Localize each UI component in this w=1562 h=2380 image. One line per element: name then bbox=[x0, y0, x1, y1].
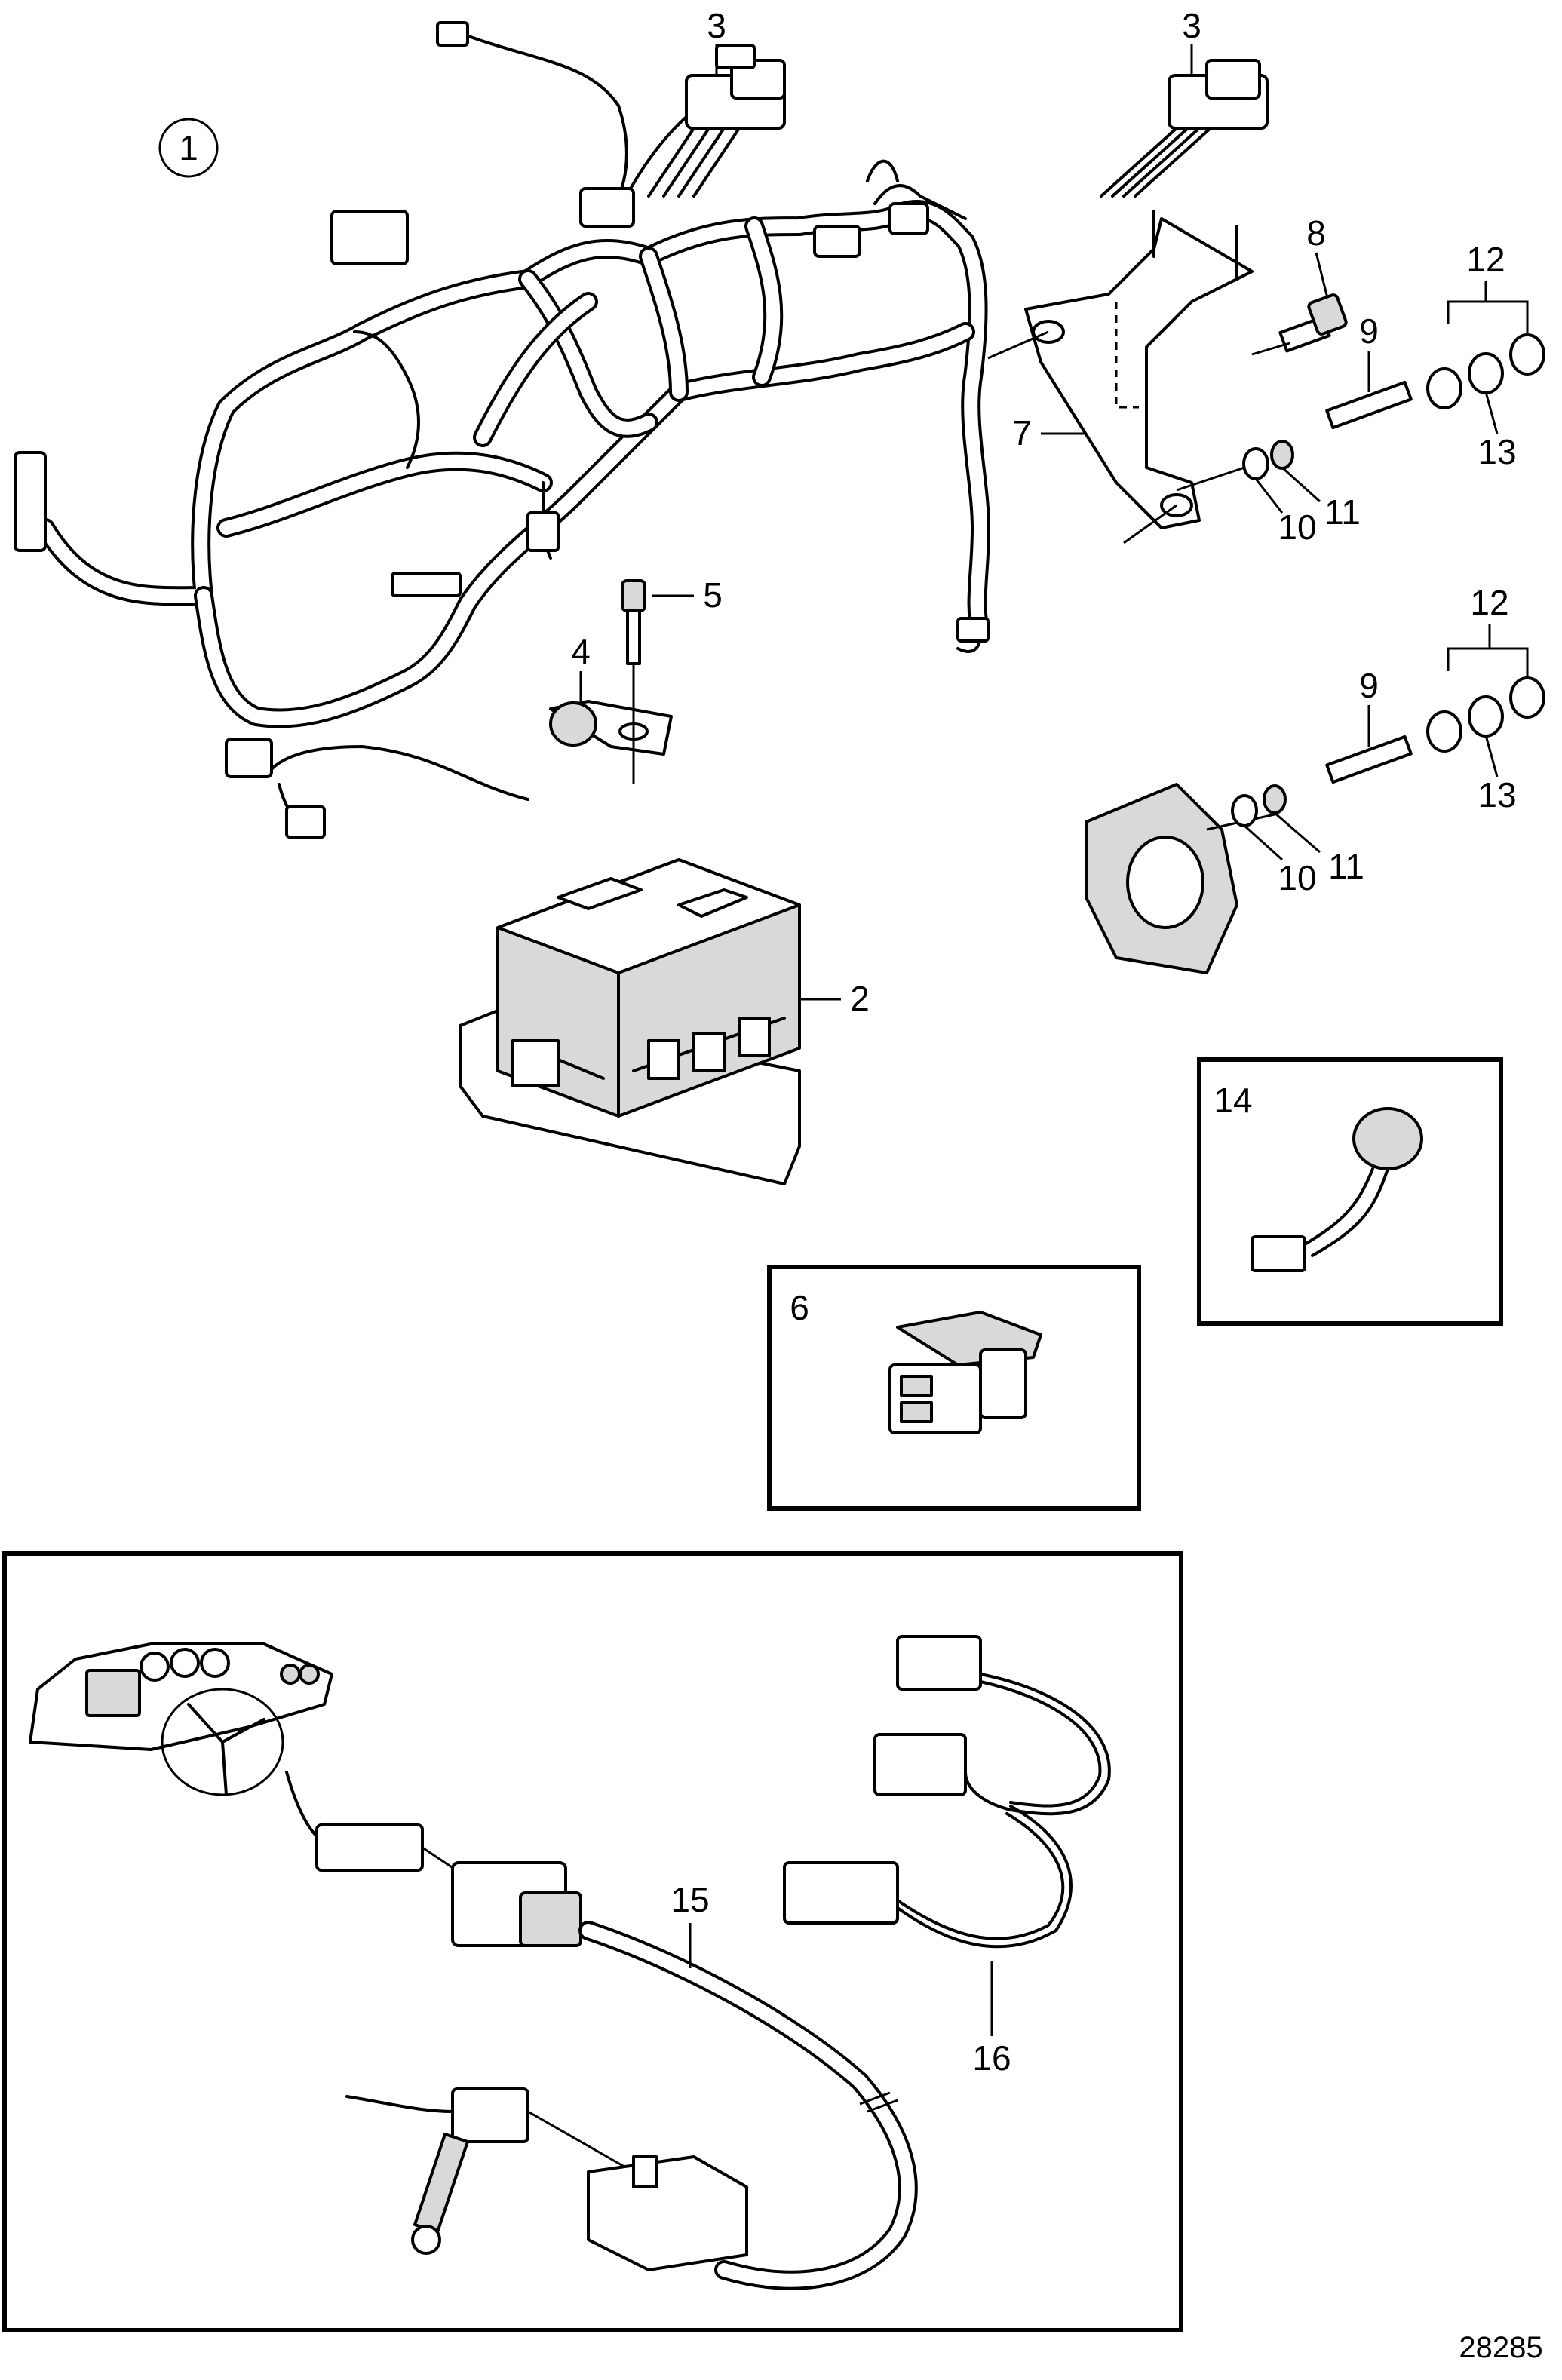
connector-16a bbox=[896, 1635, 982, 1691]
callout-9b: 9 bbox=[1359, 666, 1379, 705]
sensor-head bbox=[1352, 1107, 1423, 1170]
detail-box-15-16: 15 16 bbox=[2, 1551, 1183, 2332]
dash-connector bbox=[315, 1823, 424, 1872]
housing-assembly: 9 10 11 12 13 bbox=[1085, 583, 1545, 974]
lock-washer-11b bbox=[1263, 784, 1287, 814]
harness-connector-mid bbox=[526, 511, 560, 552]
callout-2: 2 bbox=[850, 979, 870, 1018]
callout-15: 15 bbox=[671, 1880, 709, 1919]
callout-12a: 12 bbox=[1466, 240, 1505, 279]
lock-washer-11a bbox=[1270, 440, 1294, 470]
washer-10a bbox=[1242, 447, 1269, 480]
callout-3a: 3 bbox=[707, 6, 726, 45]
callout-10b: 10 bbox=[1278, 858, 1316, 897]
callout-6: 6 bbox=[790, 1288, 809, 1327]
harness-plug-3 bbox=[647, 44, 786, 198]
callout-12b: 12 bbox=[1470, 583, 1508, 622]
callout-13a: 13 bbox=[1478, 432, 1516, 471]
connector-16b bbox=[873, 1733, 967, 1796]
callout-11b: 11 bbox=[1328, 847, 1364, 886]
washer-13b bbox=[1468, 695, 1504, 738]
bracket-plug-3 bbox=[1100, 59, 1269, 198]
connector-16c bbox=[783, 1861, 899, 1925]
harness-connector-left bbox=[14, 451, 47, 552]
callout-3b: 3 bbox=[1182, 6, 1201, 45]
mounting-bracket bbox=[1024, 217, 1254, 529]
harness-connector-far-right bbox=[888, 202, 929, 235]
callout-13b: 13 bbox=[1478, 775, 1516, 814]
bracket-bolt bbox=[1278, 293, 1348, 353]
assembly-number-circle bbox=[158, 118, 219, 178]
harness-connector-right bbox=[813, 225, 861, 258]
main-wiring-harness: 1 bbox=[14, 6, 990, 839]
steering-wheel bbox=[161, 1688, 284, 1796]
callout-7: 7 bbox=[1012, 413, 1032, 452]
figure-number: 28285 bbox=[1459, 2331, 1542, 2364]
callout-9a: 9 bbox=[1359, 311, 1379, 351]
nut-12b-2 bbox=[1509, 676, 1545, 719]
washer-10b bbox=[1231, 794, 1258, 827]
harness-end-tab bbox=[436, 21, 469, 47]
switch-connector bbox=[451, 2087, 529, 2143]
callout-11a: 11 bbox=[1324, 492, 1361, 532]
detail-box-14: 14 bbox=[1197, 1057, 1503, 1326]
clip-and-screw: 4 5 bbox=[549, 575, 723, 784]
harness-connector-bottom-right bbox=[956, 617, 990, 643]
callout-5: 5 bbox=[703, 575, 723, 615]
callout-4: 4 bbox=[571, 632, 591, 671]
callout-14: 14 bbox=[1214, 1081, 1252, 1120]
nut-12a-2 bbox=[1509, 333, 1545, 376]
callout-16: 16 bbox=[972, 2038, 1011, 2078]
harness-connector-lower bbox=[225, 738, 273, 778]
lever bbox=[413, 2133, 469, 2234]
harness-connector-center bbox=[579, 187, 635, 228]
nut-12b-1 bbox=[1426, 710, 1462, 753]
stud-a bbox=[1325, 380, 1413, 430]
stud-b bbox=[1325, 735, 1413, 784]
relay-box: 2 bbox=[459, 858, 870, 1185]
harness-connector-top-left bbox=[330, 210, 409, 265]
harness-clip bbox=[391, 572, 462, 597]
screw-shank bbox=[626, 609, 641, 665]
assembly-number: 1 bbox=[179, 128, 198, 167]
bracket-assembly: 3 7 8 9 10 11 12 13 bbox=[987, 6, 1545, 547]
washer-13a bbox=[1468, 352, 1504, 394]
callout-10a: 10 bbox=[1278, 508, 1316, 547]
detail-box-6: 6 bbox=[767, 1265, 1141, 1511]
housing-bore bbox=[1126, 836, 1204, 929]
harness-connector-bottom-left bbox=[285, 805, 326, 839]
callout-8: 8 bbox=[1306, 213, 1326, 253]
nut-12a-1 bbox=[1426, 367, 1462, 409]
screw-head bbox=[621, 579, 646, 612]
cable-clip bbox=[549, 701, 597, 747]
dashboard-display bbox=[85, 1669, 141, 1717]
sensor-plug bbox=[1251, 1235, 1306, 1272]
harness-15-connector-bottom bbox=[587, 2155, 748, 2271]
